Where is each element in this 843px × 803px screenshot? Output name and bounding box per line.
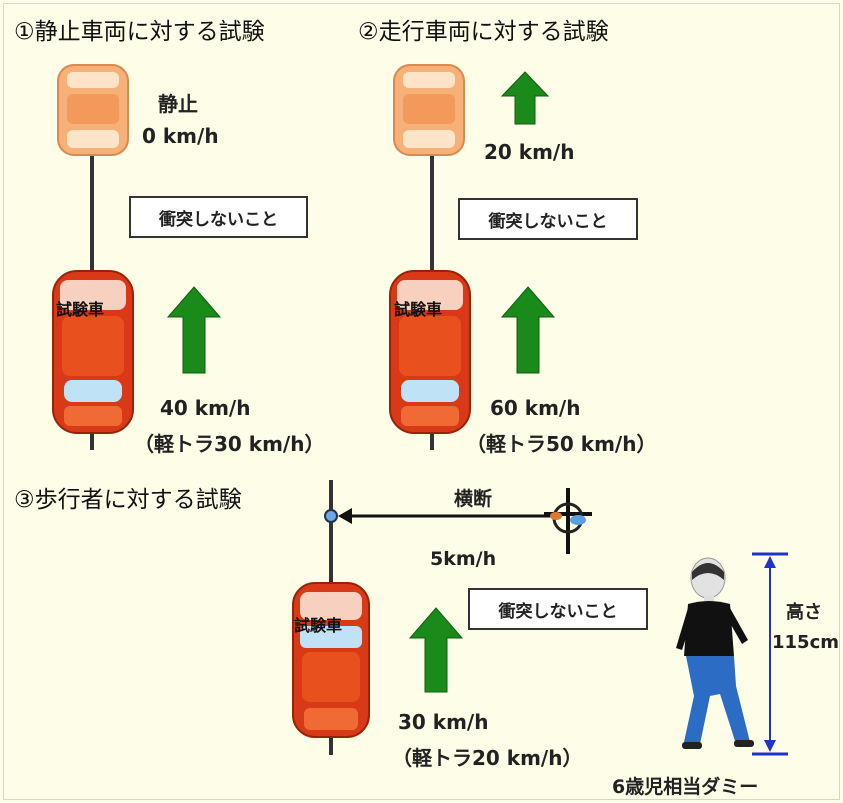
child-dummy-figure (676, 557, 754, 749)
height-measure-indicator (752, 552, 788, 756)
section1-up-arrow-icon (166, 286, 222, 374)
section3-title: ③歩行者に対する試験 (14, 487, 242, 513)
section3-test-car (292, 582, 370, 738)
section3-no-collision-box: 衝突しないこと (468, 588, 648, 630)
section2-test-speed-kei: （軽トラ50 km/h） (466, 432, 657, 456)
section2-test-car-label: 試験車 (394, 300, 443, 319)
section1-test-car-label: 試験車 (56, 300, 105, 319)
section2-target-speed: 20 km/h (484, 140, 575, 164)
section2-test-speed: 60 km/h (490, 396, 581, 420)
section2-up-arrow-icon (500, 286, 556, 374)
section1-target-status: 静止 (158, 92, 198, 116)
section3-test-speed-kei: （軽トラ20 km/h） (392, 746, 583, 770)
section1-test-speed-kei: （軽トラ30 km/h） (134, 432, 325, 456)
section2-no-collision-box: 衝突しないこと (458, 198, 638, 240)
dummy-label: 6歳児相当ダミー (612, 776, 759, 798)
section1-target-speed: 0 km/h (142, 124, 219, 148)
section2-target-car (393, 64, 465, 156)
section3-test-car-label: 試験車 (294, 616, 343, 635)
section1-title: ①静止車両に対する試験 (14, 19, 265, 45)
section2-test-car (389, 270, 471, 434)
height-value: 115cm (772, 632, 839, 653)
section3-test-speed: 30 km/h (398, 710, 489, 734)
section1-test-speed: 40 km/h (160, 396, 251, 420)
section2-title: ②走行車両に対する試験 (358, 19, 609, 45)
section3-crossing-label: 横断 (454, 488, 493, 510)
section3-pedestrian-speed: 5km/h (430, 548, 497, 570)
section2-target-up-arrow-icon (500, 71, 550, 125)
pedestrian-target-icon (544, 488, 592, 554)
section1-target-car (57, 64, 129, 156)
section1-test-car (52, 270, 134, 434)
section3-crossing-arrow (324, 508, 555, 524)
section3-up-arrow-icon (408, 607, 464, 693)
section1-no-collision-box: 衝突しないこと (129, 196, 308, 238)
height-label: 高さ (786, 602, 822, 623)
